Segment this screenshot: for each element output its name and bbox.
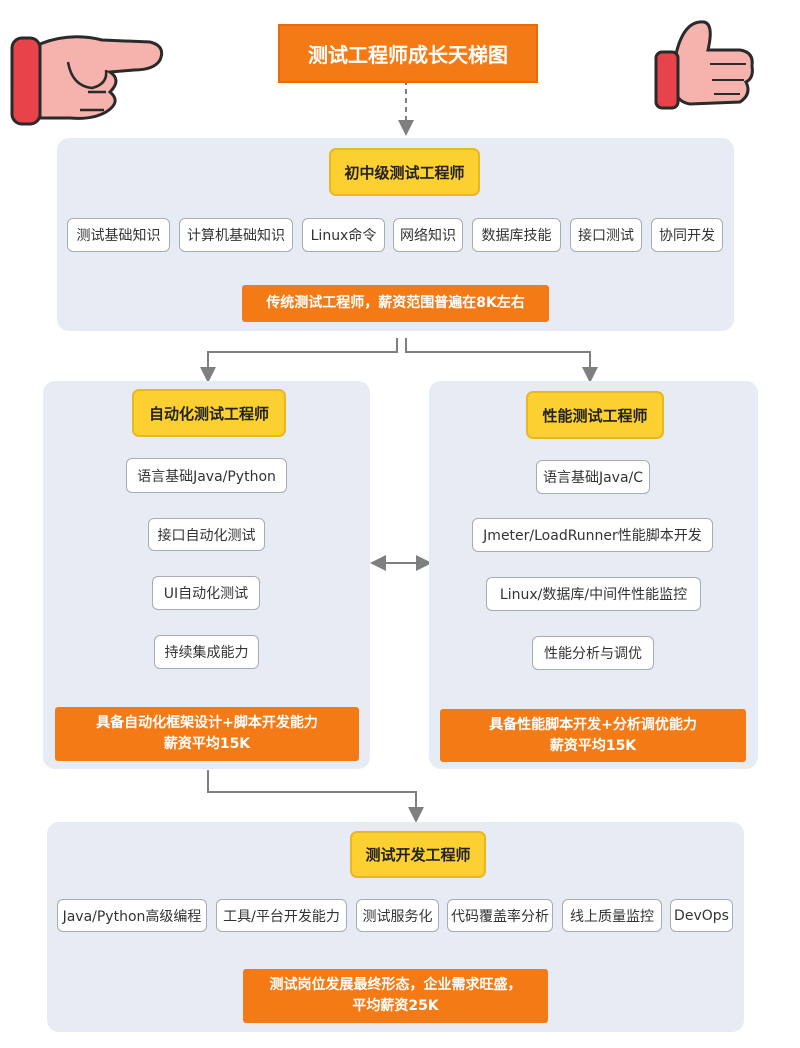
junior-summary: 传统测试工程师，薪资范围普遍在8K左右 bbox=[242, 285, 549, 322]
dev-title: 测试开发工程师 bbox=[350, 831, 486, 878]
automation-panel bbox=[43, 381, 370, 769]
skill-node: 协同开发 bbox=[651, 218, 723, 252]
skill-node: Linux命令 bbox=[302, 218, 385, 252]
performance-title: 性能测试工程师 bbox=[526, 391, 664, 439]
performance-summary-line1: 具备性能脚本开发+分析调优能力 bbox=[489, 716, 697, 733]
dev-summary-line2: 平均薪资25K bbox=[352, 998, 439, 1014]
skill-node: 持续集成能力 bbox=[154, 635, 259, 669]
skill-node: DevOps bbox=[670, 899, 733, 932]
performance-summary-line2: 薪资平均15K bbox=[549, 737, 637, 754]
skill-node: Java/Python高级编程 bbox=[57, 899, 207, 932]
performance-panel bbox=[429, 381, 758, 769]
skill-node: 计算机基础知识 bbox=[179, 218, 293, 252]
automation-summary-line1: 具备自动化框架设计+脚本开发能力 bbox=[96, 715, 318, 731]
skill-node: 工具/平台开发能力 bbox=[216, 899, 347, 932]
performance-summary: 具备性能脚本开发+分析调优能力 薪资平均15K bbox=[440, 709, 746, 762]
skill-node: 网络知识 bbox=[393, 218, 463, 252]
skill-node: 数据库技能 bbox=[472, 218, 561, 252]
skill-node: 接口测试 bbox=[570, 218, 642, 252]
skill-node: 性能分析与调优 bbox=[532, 636, 654, 670]
automation-summary-line2: 薪资平均15K bbox=[163, 736, 251, 752]
page-title: 测试工程师成长天梯图 bbox=[278, 24, 538, 83]
pointing-hand-icon bbox=[10, 35, 164, 126]
automation-title: 自动化测试工程师 bbox=[132, 389, 286, 437]
skill-node: 测试基础知识 bbox=[67, 218, 170, 252]
automation-summary: 具备自动化框架设计+脚本开发能力 薪资平均15K bbox=[55, 707, 359, 761]
skill-node: UI自动化测试 bbox=[152, 576, 260, 610]
skill-node: 语言基础Java/Python bbox=[126, 458, 287, 493]
skill-node: 线上质量监控 bbox=[562, 899, 662, 932]
skill-node: Linux/数据库/中间件性能监控 bbox=[486, 577, 701, 611]
junior-summary-text: 传统测试工程师，薪资范围普遍在8K左右 bbox=[266, 295, 525, 311]
skill-node: 语言基础Java/C bbox=[536, 460, 650, 494]
skill-node: 接口自动化测试 bbox=[148, 518, 265, 551]
dev-summary: 测试岗位发展最终形态，企业需求旺盛， 平均薪资25K bbox=[243, 969, 548, 1023]
skill-node: Jmeter/LoadRunner性能脚本开发 bbox=[472, 518, 713, 552]
dev-summary-line1: 测试岗位发展最终形态，企业需求旺盛， bbox=[269, 977, 522, 993]
thumbs-up-icon bbox=[654, 20, 754, 110]
skill-node: 代码覆盖率分析 bbox=[447, 899, 553, 932]
junior-title: 初中级测试工程师 bbox=[329, 148, 480, 196]
skill-node: 测试服务化 bbox=[356, 899, 439, 932]
